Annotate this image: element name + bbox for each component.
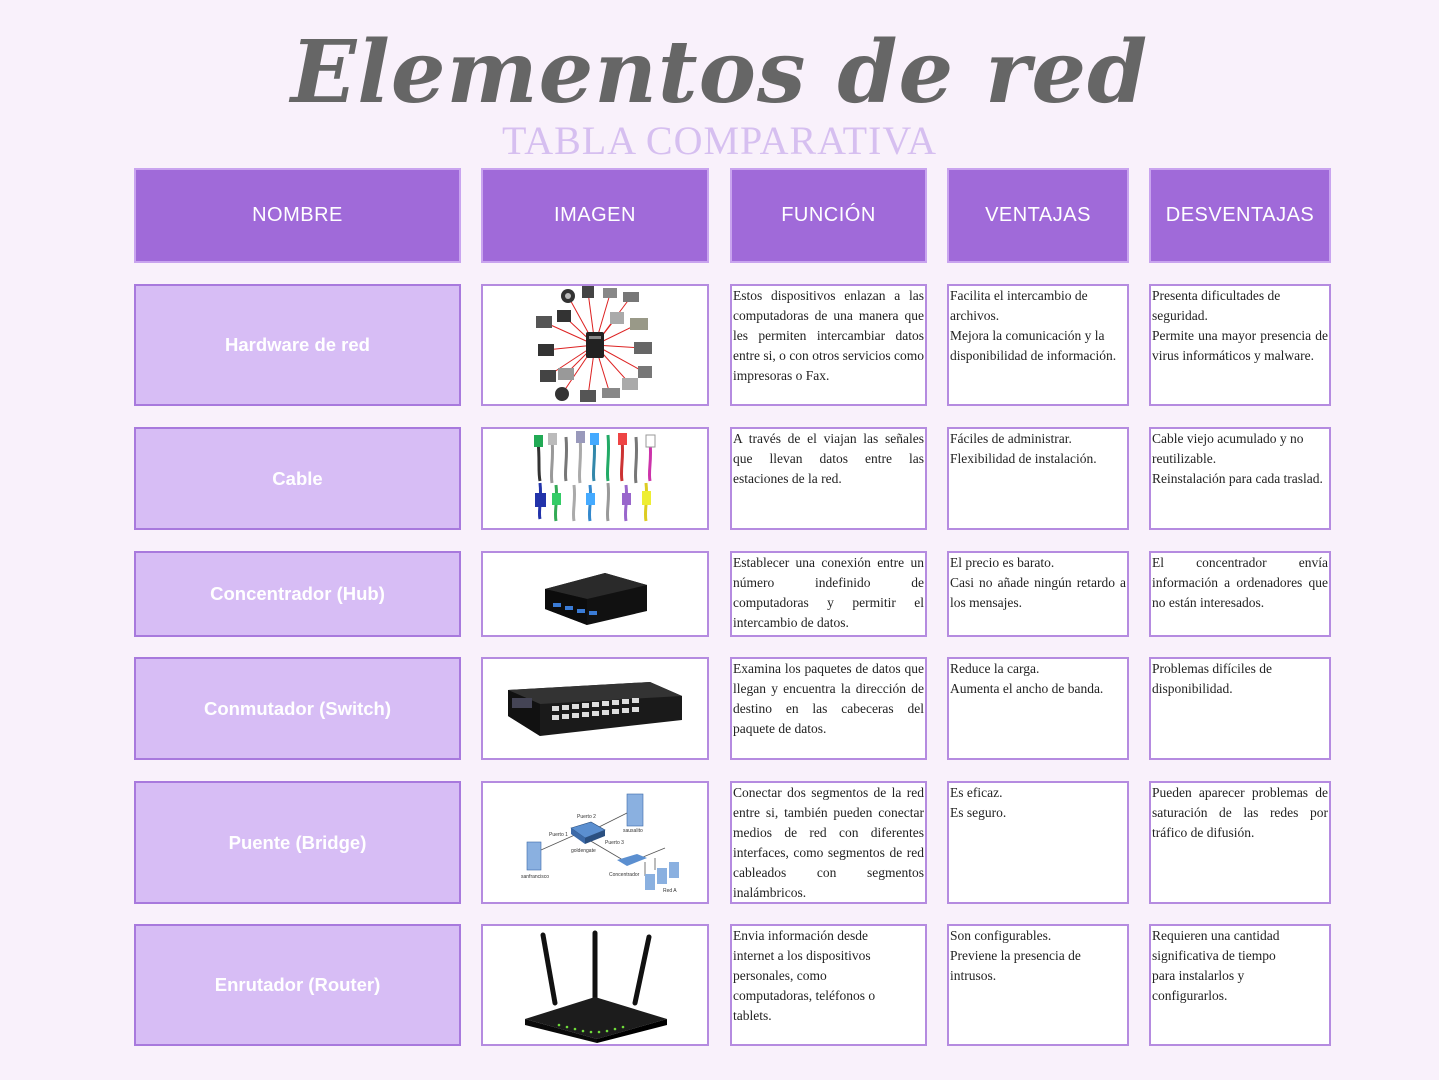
advantage-item: Fáciles de administrar. xyxy=(950,431,1072,446)
row-name-hub: Concentrador (Hub) xyxy=(134,551,461,637)
row-disadvantages-switch: Problemas difíciles de disponibilidad. xyxy=(1149,657,1331,760)
bridge-label: Red A xyxy=(663,888,677,894)
row-disadvantages-bridge: Pueden aparecer problemas de saturación … xyxy=(1149,781,1331,904)
bridge-label: sausalito xyxy=(623,828,643,834)
network-hardware-icon xyxy=(481,284,709,406)
disadvantage-item: Permite una mayor presencia de virus inf… xyxy=(1152,328,1328,363)
row-name-bridge: Puente (Bridge) xyxy=(134,781,461,904)
row-function-router: Envia información desde internet a los d… xyxy=(730,924,927,1046)
row-function-hub: Establecer una conexión entre un número … xyxy=(730,551,927,637)
advantage-item: Mejora la comunicación y la disponibilid… xyxy=(950,328,1117,363)
bridge-label: goldengate xyxy=(571,848,596,854)
bridge-diagram-icon: Puerto 2 Puerto 1 Puerto 3 sausalito gol… xyxy=(481,781,709,904)
row-name-switch: Conmutador (Switch) xyxy=(134,657,461,760)
header-disadvantages: DESVENTAJAS xyxy=(1149,168,1331,263)
row-advantages-bridge: Es eficaz. Es seguro. xyxy=(947,781,1129,904)
row-advantages-cable: Fáciles de administrar. Flexibilidad de … xyxy=(947,427,1129,530)
row-disadvantages-hub: El concentrador envía información a orde… xyxy=(1149,551,1331,637)
row-function-cable: A través de el viajan las señales que ll… xyxy=(730,427,927,530)
disadvantage-item: Pueden aparecer problemas de saturación … xyxy=(1152,785,1328,840)
row-advantages-router: Son configurables. Previene la presencia… xyxy=(947,924,1129,1046)
row-advantages-hub: El precio es barato. Casi no añade ningú… xyxy=(947,551,1129,637)
disadvantage-item: El concentrador envía información a orde… xyxy=(1152,555,1328,610)
hub-icon xyxy=(481,551,709,637)
row-function-bridge: Conectar dos segmentos de la red entre s… xyxy=(730,781,927,904)
advantage-item: Reduce la carga. xyxy=(950,661,1040,676)
network-cables-icon xyxy=(481,427,709,530)
header-name: NOMBRE xyxy=(134,168,461,263)
header-function: FUNCIÓN xyxy=(730,168,927,263)
row-name-hardware: Hardware de red xyxy=(134,284,461,406)
bridge-label: Puerto 1 xyxy=(549,832,568,838)
row-name-cable: Cable xyxy=(134,427,461,530)
router-icon xyxy=(481,924,709,1046)
bridge-label: Puerto 2 xyxy=(577,814,596,820)
advantage-item: Facilita el intercambio de archivos. xyxy=(950,288,1088,323)
row-advantages-switch: Reduce la carga. Aumenta el ancho de ban… xyxy=(947,657,1129,760)
header-advantages: VENTAJAS xyxy=(947,168,1129,263)
function-text: Establecer una conexión entre un número … xyxy=(733,555,924,630)
row-advantages-hardware: Facilita el intercambio de archivos. Mej… xyxy=(947,284,1129,406)
page-title: Elementos de red xyxy=(290,22,1149,123)
disadvantage-item: Problemas difíciles de disponibilidad. xyxy=(1152,661,1272,696)
row-name-router: Enrutador (Router) xyxy=(134,924,461,1046)
advantage-item: Es eficaz. xyxy=(950,785,1003,800)
advantage-item: Flexibilidad de instalación. xyxy=(950,451,1097,466)
row-disadvantages-hardware: Presenta dificultades de seguridad. Perm… xyxy=(1149,284,1331,406)
row-disadvantages-router: Requieren una cantidad significativa de … xyxy=(1149,924,1331,1046)
function-text: Estos dispositivos enlazan a las computa… xyxy=(733,288,924,383)
advantage-item: Casi no añade ningún retardo a los mensa… xyxy=(950,575,1126,610)
disadvantage-item: Cable viejo acumulado y no reutilizable. xyxy=(1152,431,1304,466)
function-text: A través de el viajan las señales que ll… xyxy=(733,431,924,486)
advantage-item: Son configurables. xyxy=(950,928,1052,943)
row-disadvantages-cable: Cable viejo acumulado y no reutilizable.… xyxy=(1149,427,1331,530)
bridge-label: Concentrador xyxy=(609,872,640,878)
disadvantage-item: Requieren una cantidad significativa de … xyxy=(1152,928,1280,1003)
page-subtitle: TABLA COMPARATIVA xyxy=(501,118,937,163)
disadvantage-item: Reinstalación para cada traslad. xyxy=(1152,471,1323,486)
advantage-item: Aumenta el ancho de banda. xyxy=(950,681,1104,696)
advantage-item: Previene la presencia de intrusos. xyxy=(950,948,1081,983)
bridge-label: Puerto 3 xyxy=(605,840,624,846)
function-text: Examina los paquetes de datos que llegan… xyxy=(733,661,924,736)
bridge-label: sanfrancisco xyxy=(521,874,549,880)
row-function-hardware: Estos dispositivos enlazan a las computa… xyxy=(730,284,927,406)
function-text: Envia información desde internet a los d… xyxy=(733,928,876,1023)
header-image: IMAGEN xyxy=(481,168,709,263)
advantage-item: El precio es barato. xyxy=(950,555,1055,570)
disadvantage-item: Presenta dificultades de seguridad. xyxy=(1152,288,1281,323)
function-text: Conectar dos segmentos de la red entre s… xyxy=(733,785,924,900)
switch-icon xyxy=(481,657,709,760)
row-function-switch: Examina los paquetes de datos que llegan… xyxy=(730,657,927,760)
advantage-item: Es seguro. xyxy=(950,805,1007,820)
